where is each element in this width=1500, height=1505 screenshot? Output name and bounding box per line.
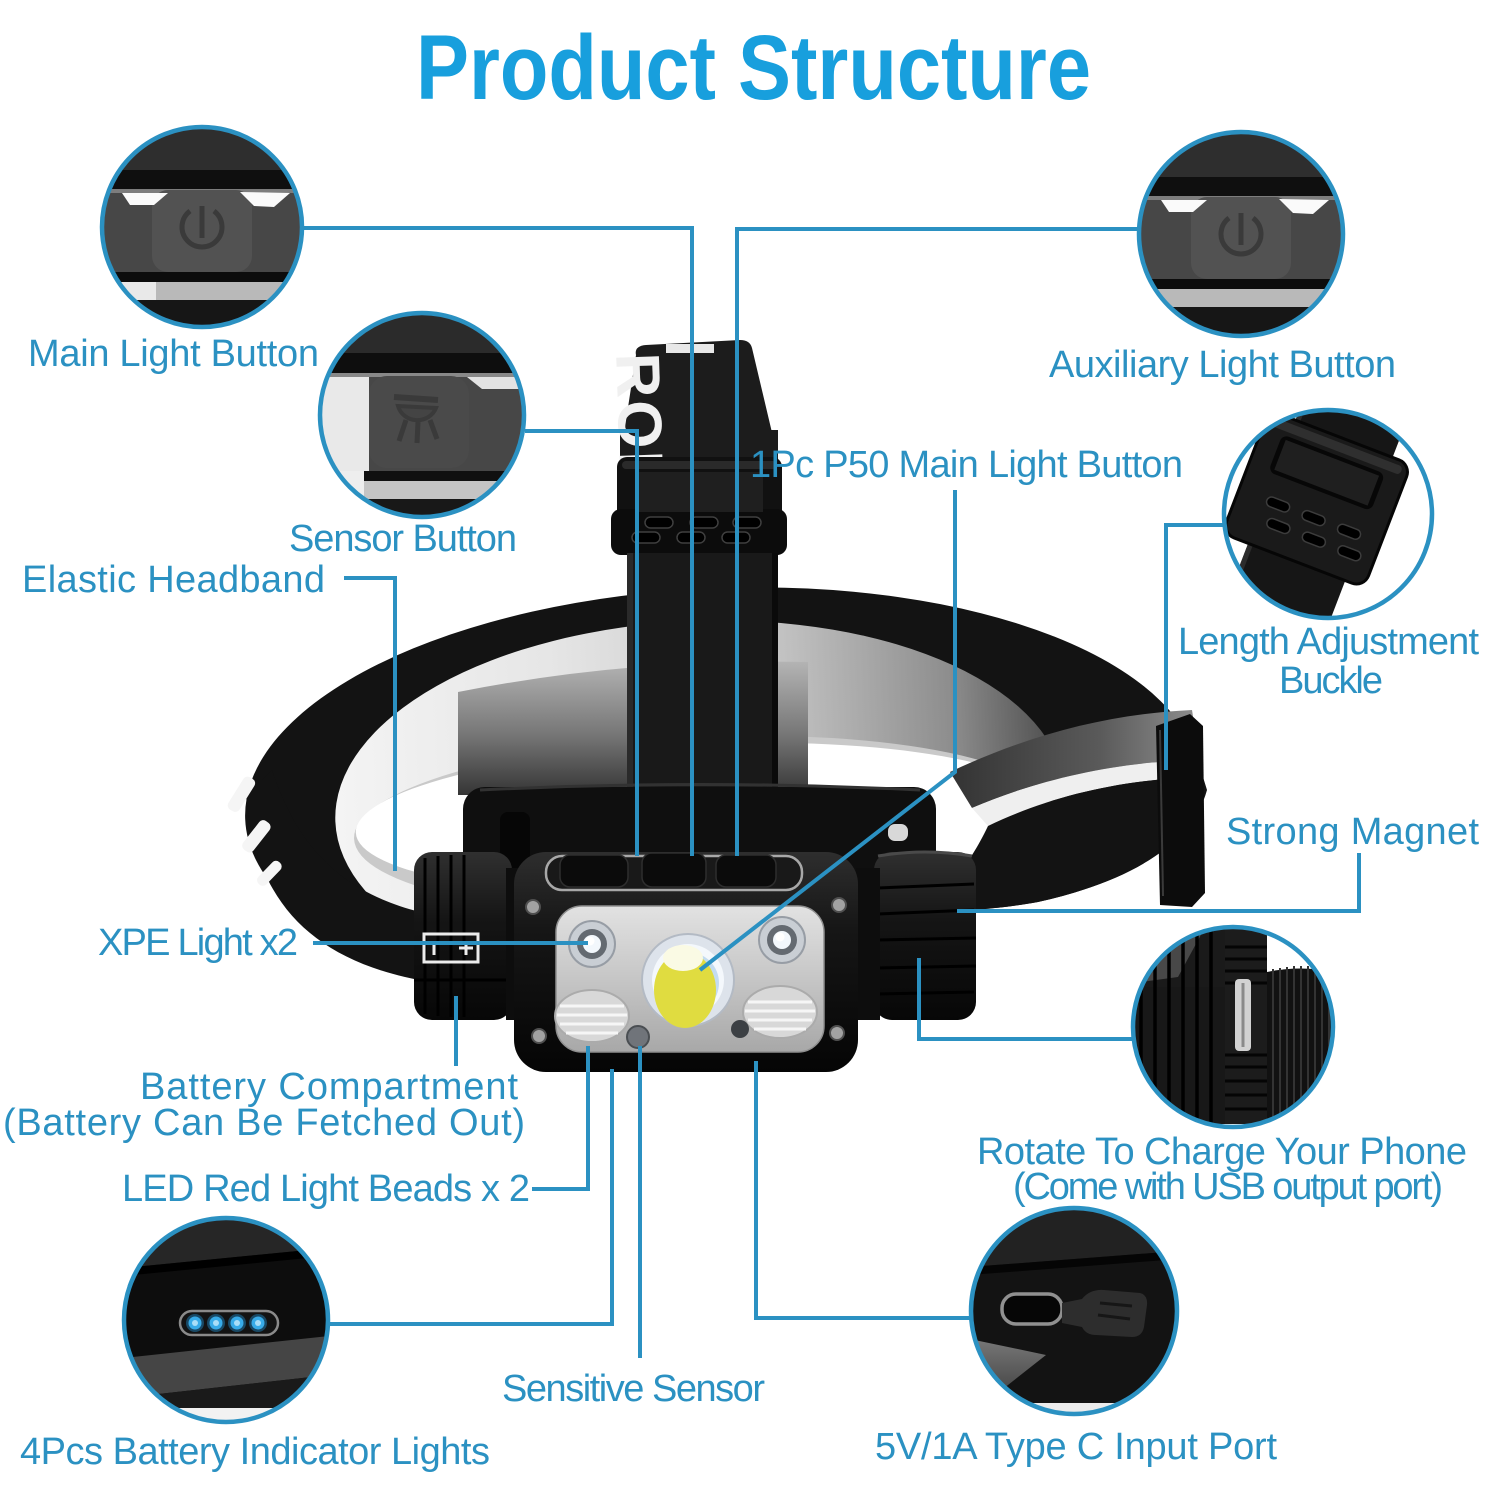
svg-text:Main Light Button: Main Light Button bbox=[28, 333, 319, 375]
svg-text:Product Structure: Product Structure bbox=[416, 17, 1091, 119]
svg-text:LED Red Light Beads x 2: LED Red Light Beads x 2 bbox=[122, 1168, 530, 1210]
svg-text:(Battery Can Be Fetched Out): (Battery Can Be Fetched Out) bbox=[3, 1102, 525, 1144]
svg-text:XPE Light x2: XPE Light x2 bbox=[98, 922, 298, 964]
svg-text:5V/1A Type C Input Port: 5V/1A Type C Input Port bbox=[875, 1426, 1277, 1468]
svg-text:Auxiliary Light Button: Auxiliary Light Button bbox=[1049, 344, 1396, 386]
svg-text:Elastic Headband: Elastic Headband bbox=[22, 559, 325, 601]
svg-text:Battery Compartment: Battery Compartment bbox=[140, 1066, 518, 1108]
svg-text:Length Adjustment: Length Adjustment bbox=[1178, 621, 1479, 663]
svg-text:4Pcs Battery Indicator Lights: 4Pcs Battery Indicator Lights bbox=[20, 1431, 490, 1473]
svg-text:Sensor Button: Sensor Button bbox=[289, 518, 517, 560]
svg-text:(Come with USB output port): (Come with USB output port) bbox=[1013, 1166, 1443, 1208]
svg-text:Buckle: Buckle bbox=[1279, 660, 1383, 702]
svg-text:1Pc P50 Main Light Button: 1Pc P50 Main Light Button bbox=[750, 444, 1183, 486]
svg-text:Sensitive Sensor: Sensitive Sensor bbox=[502, 1368, 765, 1410]
svg-text:Rotate To Charge Your Phone: Rotate To Charge Your Phone bbox=[977, 1131, 1467, 1173]
svg-text:Strong Magnet: Strong Magnet bbox=[1226, 811, 1479, 853]
